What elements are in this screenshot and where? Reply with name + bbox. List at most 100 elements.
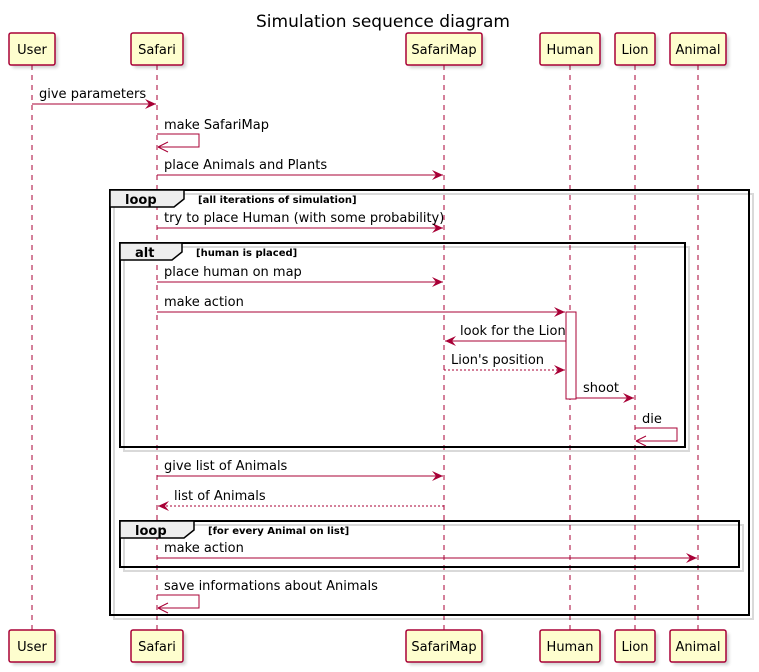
fragment-alt: alt [human is placed] (119, 242, 690, 452)
message-10: die (635, 412, 678, 447)
participant-label: Human (547, 43, 594, 58)
arrowhead (432, 471, 443, 481)
fragment-frame (119, 520, 740, 568)
message-label: make action (164, 295, 244, 310)
participant-label: Lion (621, 43, 648, 58)
message-14: save informations about Animals (157, 579, 378, 614)
participant-label: Animal (676, 640, 721, 655)
participant-safari-bottom: Safari (130, 629, 186, 665)
arrowhead (157, 141, 169, 153)
fragment-keyword: alt (135, 246, 154, 261)
arrowhead (432, 170, 443, 180)
participant-label: Human (547, 640, 594, 655)
participant-label: SafariMap (411, 43, 476, 58)
activation-bar-human (565, 311, 577, 400)
arrowhead (554, 365, 565, 375)
message-label: save informations about Animals (164, 579, 378, 594)
combined-fragments: loop [all iterations of simulation] alt [hu… (109, 189, 754, 620)
message-line (635, 427, 678, 442)
participant-animal-bottom: Animal (669, 629, 729, 665)
message-8: Lion's position (444, 353, 565, 375)
message-line (157, 133, 200, 148)
participant-box (669, 629, 727, 663)
message-label: make action (164, 541, 244, 556)
arrowhead (432, 223, 443, 233)
arrowhead (145, 99, 156, 109)
participant-label: SafariMap (411, 640, 476, 655)
participant-box (130, 629, 184, 663)
participant-box (614, 629, 656, 663)
participant-label: Safari (138, 43, 176, 58)
message-label: look for the Lion (460, 324, 566, 339)
message-label: place human on map (164, 265, 302, 280)
arrowhead (432, 277, 443, 287)
message-label: give list of Animals (164, 459, 288, 474)
message-label: shoot (583, 381, 619, 396)
arrowhead (158, 501, 169, 511)
participant-user-bottom: User (8, 629, 58, 665)
message-label: die (642, 412, 662, 427)
fragment-keyword: loop (135, 524, 167, 539)
participant-box (130, 32, 184, 66)
participant-label: User (17, 43, 47, 58)
participant-box (8, 32, 56, 66)
message-1: give parameters (32, 87, 156, 109)
participant-lion-bottom: Lion (614, 629, 658, 665)
message-9: shoot (576, 381, 634, 403)
arrowhead (686, 553, 697, 563)
message-label: Lion's position (451, 353, 544, 368)
message-label: place Animals and Plants (164, 158, 327, 173)
activation-bars (565, 311, 577, 400)
participant-box (539, 629, 601, 663)
message-7: look for the Lion (445, 324, 566, 346)
participant-box (405, 629, 483, 663)
message-line (157, 594, 200, 609)
arrowhead (554, 307, 565, 317)
participant-label: Lion (621, 640, 648, 655)
fragment-frame (109, 189, 750, 616)
arrowhead (623, 393, 634, 403)
message-3: place Animals and Plants (157, 158, 443, 180)
message-11: give list of Animals (157, 459, 443, 481)
arrowhead (157, 602, 169, 614)
message-2: make SafariMap (157, 118, 269, 153)
fragment-tab (119, 520, 195, 539)
message-label: make SafariMap (164, 118, 269, 133)
fragment-tab (119, 242, 183, 261)
messages: give parameters make SafariMap place Anima… (32, 87, 697, 614)
participant-label: Animal (676, 43, 721, 58)
fragment-condition: [all iterations of simulation] (198, 195, 357, 206)
participant-box (669, 32, 727, 66)
diagram-title: Simulation sequence diagram (256, 12, 510, 32)
participant-box (8, 629, 56, 663)
participant-human-top: Human (539, 32, 603, 68)
participant-box (614, 32, 656, 66)
participant-label: Safari (138, 640, 176, 655)
message-12: list of Animals (158, 489, 444, 511)
fragment-frame (119, 242, 686, 448)
participant-animal-top: Animal (669, 32, 729, 68)
participant-box (405, 32, 483, 66)
fragment-loop: loop [for every Animal on list] (119, 520, 744, 572)
fragment-condition: [human is placed] (196, 248, 297, 259)
participant-label: User (17, 640, 47, 655)
participants: UserUserSafariSafariSafariMapSafariMapHu… (8, 32, 729, 665)
arrowhead (635, 435, 647, 447)
message-5: place human on map (157, 265, 443, 287)
participant-safarimap-bottom: SafariMap (405, 629, 485, 665)
message-label: give parameters (39, 87, 146, 102)
participant-safarimap-top: SafariMap (405, 32, 485, 68)
arrowhead (445, 336, 456, 346)
fragment-condition: [for every Animal on list] (208, 526, 349, 537)
message-4: try to place Human (with some probabilit… (157, 211, 444, 233)
participant-user-top: User (8, 32, 58, 68)
message-13: make action (157, 541, 697, 563)
message-label: list of Animals (174, 489, 266, 504)
participant-box (539, 32, 601, 66)
fragment-keyword: loop (125, 193, 157, 208)
fragment-tab (109, 189, 185, 208)
message-6: make action (157, 295, 565, 317)
lifelines (31, 65, 699, 630)
participant-lion-top: Lion (614, 32, 658, 68)
